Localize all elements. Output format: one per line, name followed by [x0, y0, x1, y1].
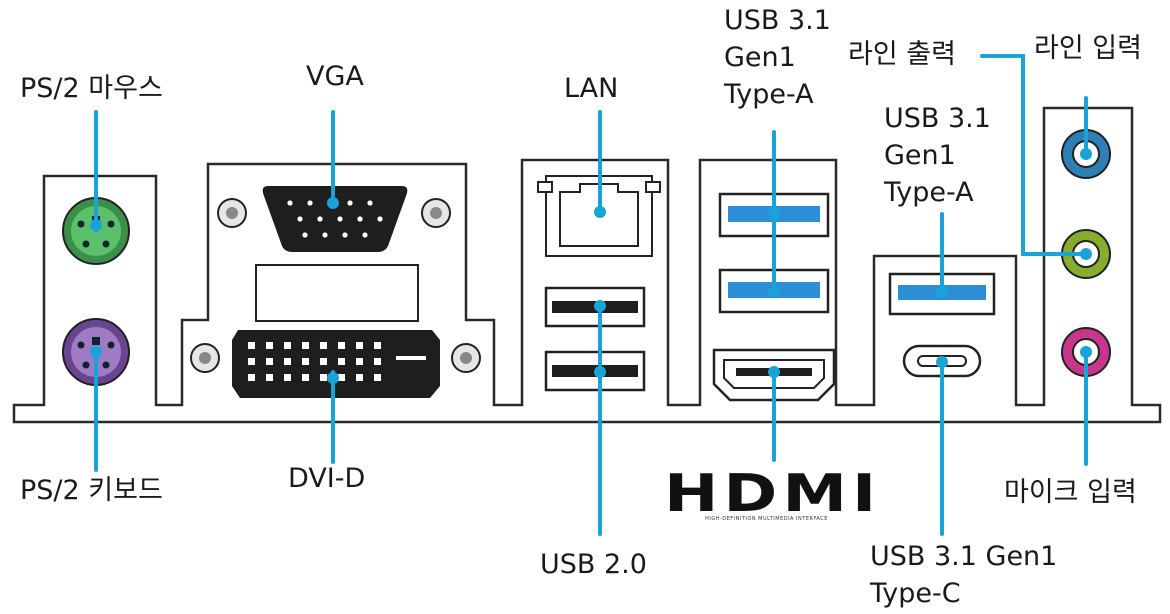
dvi-d-port — [190, 330, 481, 398]
label-usb31-typec-line1: USB 3.1 Gen1 — [870, 541, 1058, 572]
label-line-in: 라인 입력 — [1034, 33, 1142, 64]
label-usb31-top: USB 3.1 Gen1 Type-A — [724, 2, 831, 113]
label-usb31-right: USB 3.1 Gen1 Type-A — [884, 100, 991, 211]
label-usb20: USB 2.0 — [540, 549, 647, 580]
label-usb31-typec-line2: Type-C — [870, 578, 961, 609]
label-usb31-top-line1: USB 3.1 — [724, 5, 831, 36]
label-usb31-top-line3: Type-A — [724, 79, 814, 110]
label-dvi-d: DVI-D — [288, 463, 366, 494]
leader-lines — [94, 54, 1088, 536]
label-mic-in: 마이크 입력 — [1004, 477, 1137, 508]
label-usb31-top-line2: Gen1 — [724, 42, 796, 73]
hdmi-logo-word: HDMI — [664, 464, 882, 524]
label-lan: LAN — [564, 73, 619, 104]
label-usb31-right-line2: Gen1 — [884, 140, 956, 171]
blank-opening — [255, 264, 419, 322]
hdmi-logo-tagline: HIGH-DEFINITION MULTIMEDIA INTERFACE — [705, 516, 828, 522]
audio-line-out-jack — [1061, 229, 1111, 279]
label-usb31-right-line3: Type-A — [884, 177, 974, 208]
label-usb31-right-line1: USB 3.1 — [884, 103, 991, 134]
label-vga: VGA — [306, 61, 364, 92]
leader-dots — [90, 148, 1092, 384]
label-ps2-mouse: PS/2 마우스 — [20, 73, 163, 104]
label-usb31-typec: USB 3.1 Gen1 Type-C — [870, 538, 1057, 612]
vga-port — [217, 186, 451, 252]
label-ps2-keyboard: PS/2 키보드 — [20, 475, 163, 506]
hdmi-logo: HDMI HIGH-DEFINITION MULTIMEDIA INTERFAC… — [664, 468, 876, 528]
label-line-out: 라인 출력 — [848, 39, 956, 70]
